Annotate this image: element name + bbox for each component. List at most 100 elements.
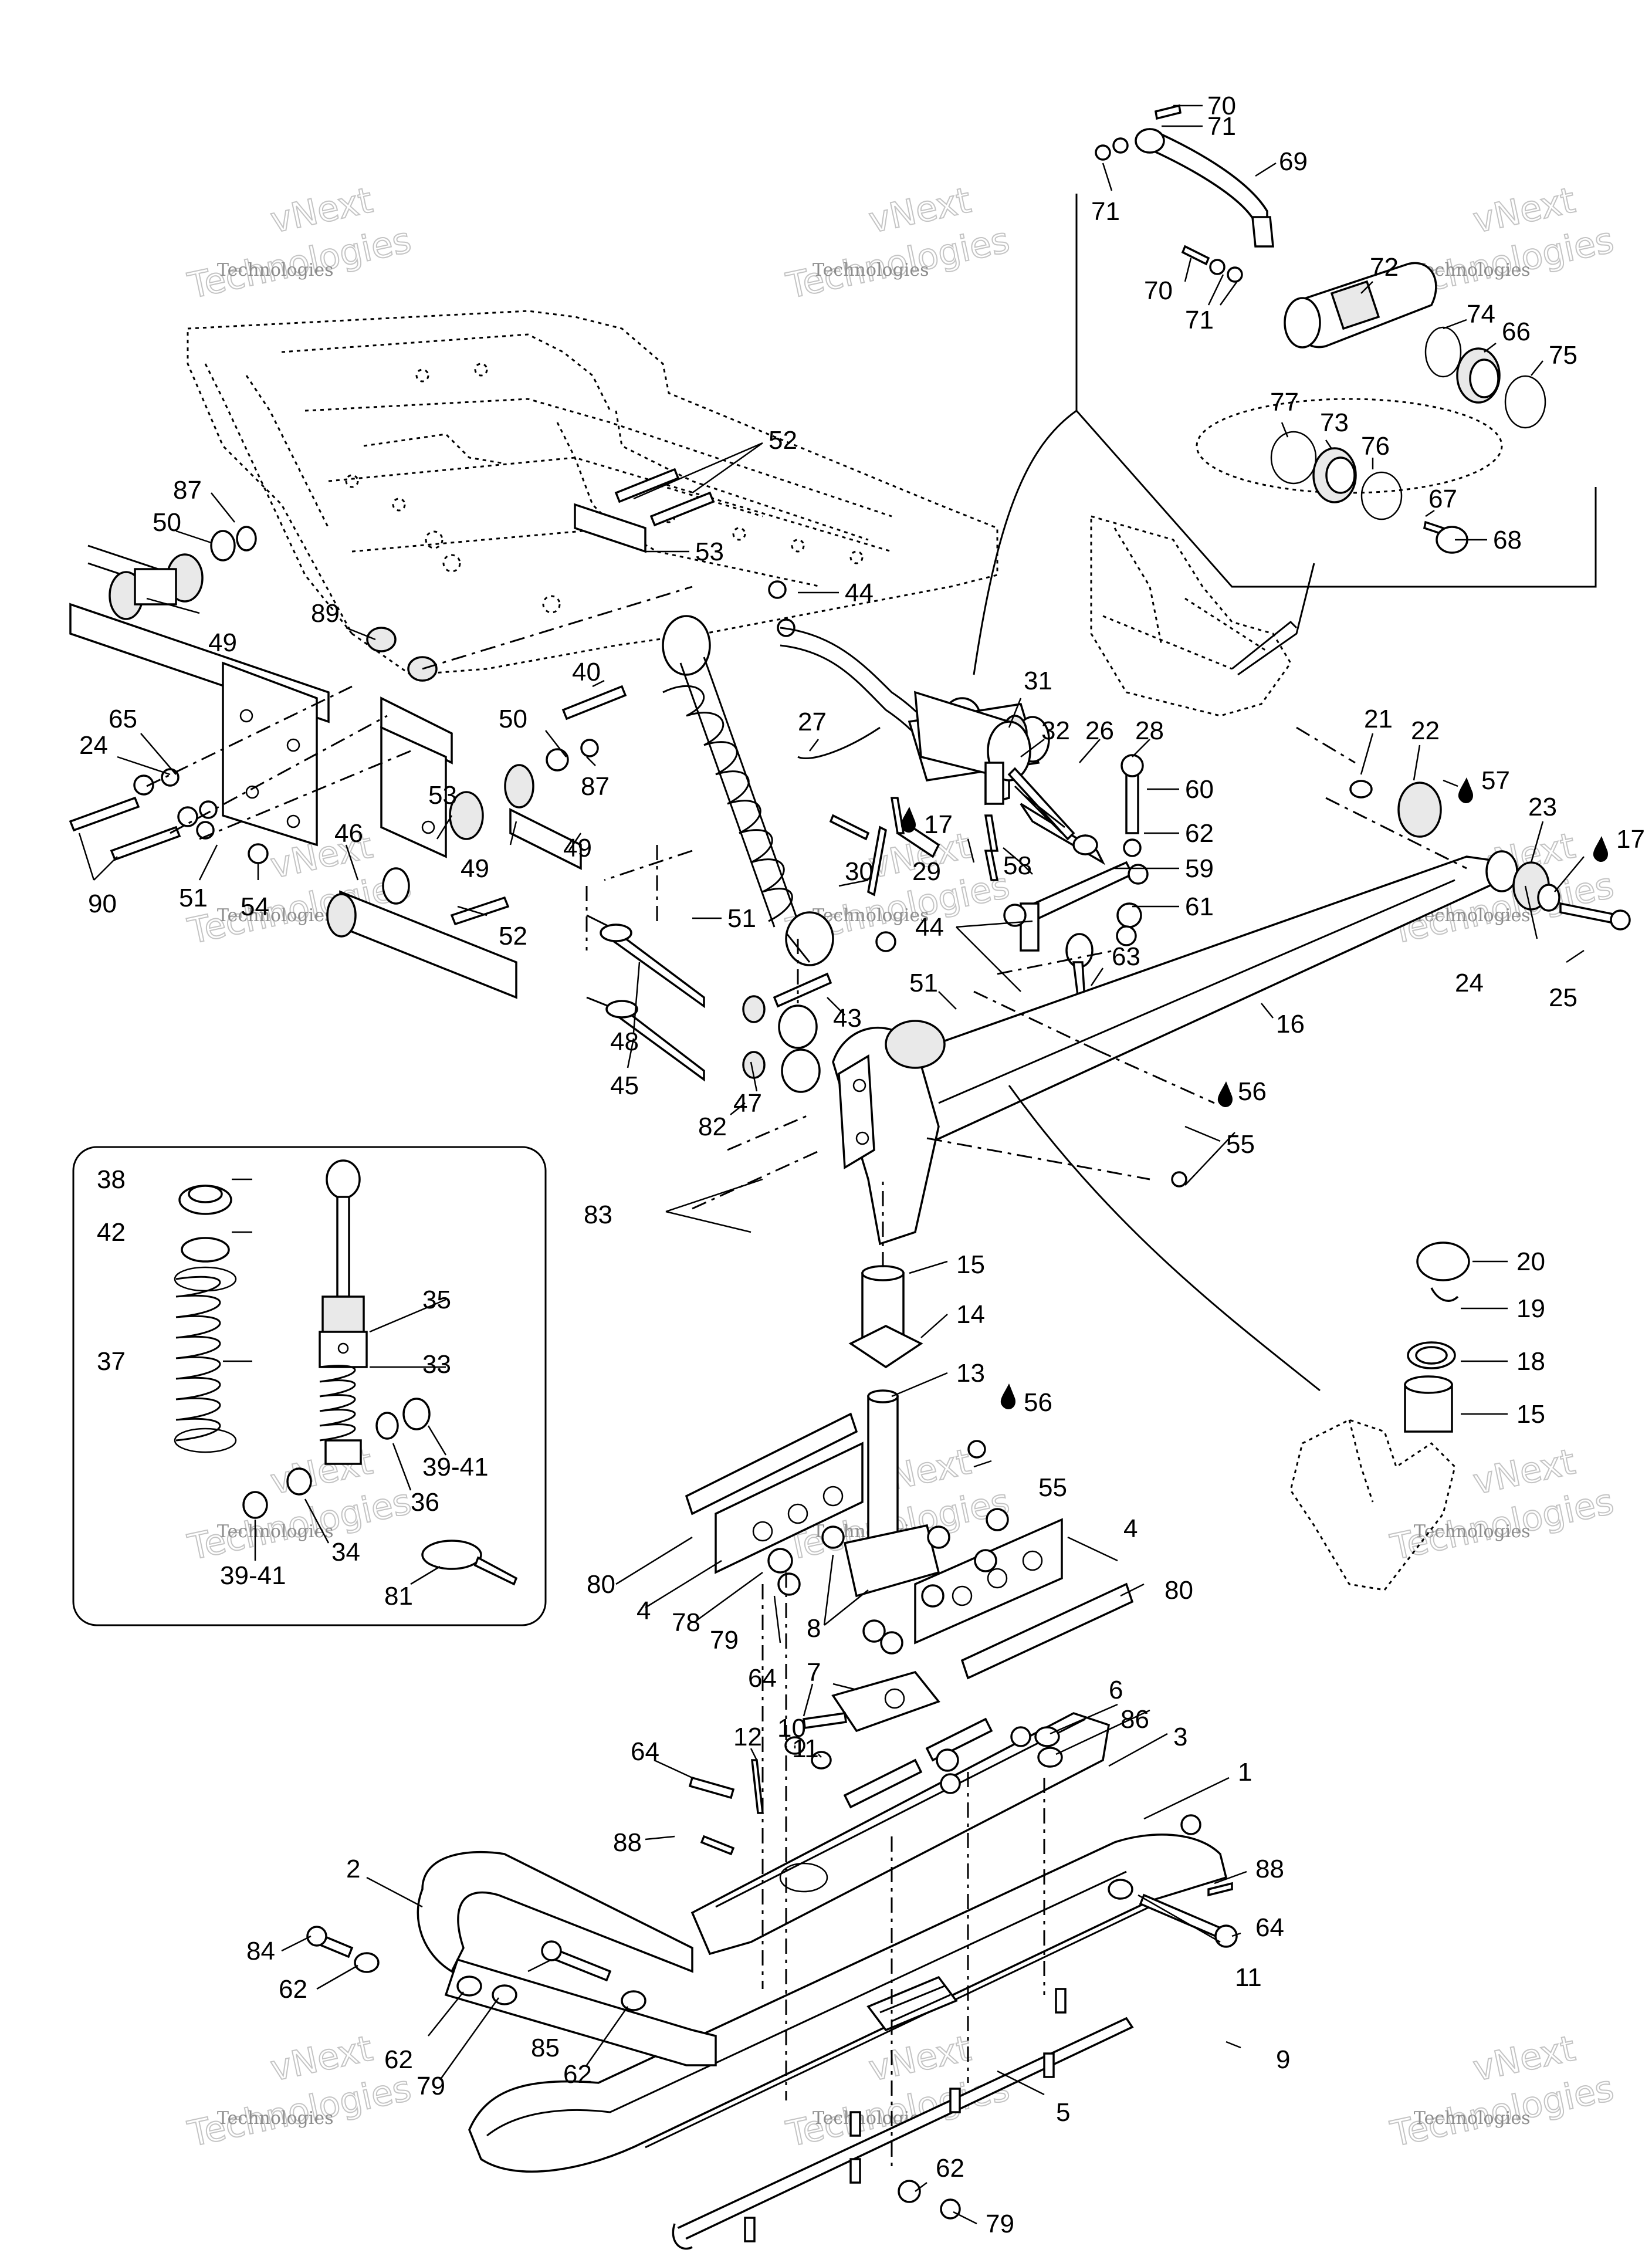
callout-52: 52 [769, 426, 797, 455]
svg-text:Technologies: Technologies [1414, 2108, 1531, 2129]
callout-81: 81 [384, 1582, 413, 1611]
callout-87: 87 [173, 476, 202, 505]
callout-24: 24 [1455, 969, 1484, 997]
callout-49: 49 [208, 628, 237, 657]
svg-text:Technologies: Technologies [217, 1521, 334, 1542]
callout-62: 62 [936, 2154, 964, 2183]
callout-67: 67 [1428, 485, 1457, 513]
callout-80: 80 [1164, 1576, 1193, 1605]
callout-6: 6 [1109, 1676, 1123, 1704]
callout-22: 22 [1411, 716, 1440, 745]
callout-16: 16 [1276, 1010, 1305, 1038]
callout-44: 44 [845, 579, 874, 607]
callout-33: 33 [422, 1350, 451, 1379]
callout-35: 35 [422, 1286, 451, 1314]
callout-17: 17 [924, 810, 953, 839]
upper-plate [574, 468, 795, 637]
callout-56: 56 [1238, 1077, 1267, 1106]
callout-83: 83 [584, 1200, 612, 1229]
svg-text:Technologies: Technologies [217, 905, 334, 926]
callout-61: 61 [1185, 892, 1214, 921]
callout-64: 64 [631, 1737, 659, 1766]
callout-60: 60 [1185, 775, 1214, 804]
callout-15: 15 [1516, 1400, 1545, 1429]
callout-1: 1 [1238, 1758, 1252, 1787]
callout-21: 21 [1364, 705, 1393, 733]
callout-15: 15 [956, 1250, 985, 1279]
spindle [685, 1265, 1134, 1680]
callout-7: 7 [807, 1658, 821, 1687]
spindle-detail [1289, 1241, 1470, 1591]
svg-text:Technologies: Technologies [1414, 1521, 1531, 1542]
callout-38: 38 [97, 1165, 126, 1194]
callout-31: 31 [1024, 667, 1052, 695]
callout-49: 49 [461, 854, 489, 883]
callout-39-41: 39-41 [220, 1561, 286, 1590]
callout-57: 57 [1481, 766, 1510, 795]
callout-74: 74 [1467, 300, 1495, 329]
callout-45: 45 [610, 1071, 639, 1100]
callout-47: 47 [733, 1089, 762, 1118]
callout-70: 70 [1144, 276, 1173, 305]
trailing-arm [832, 780, 1631, 1246]
svg-text:Technologies: Technologies [217, 2108, 334, 2129]
oil-drop-icon [1217, 1081, 1233, 1108]
callout-11: 11 [1235, 1963, 1262, 1992]
callout-82: 82 [698, 1112, 727, 1141]
callout-40: 40 [572, 658, 601, 686]
callout-71: 71 [1207, 112, 1236, 141]
callout-24: 24 [79, 731, 108, 760]
callout-89: 89 [311, 599, 340, 628]
callout-55: 55 [1226, 1130, 1255, 1159]
callout-8: 8 [807, 1614, 821, 1643]
callout-4: 4 [637, 1596, 651, 1625]
oil-drop-icon [901, 807, 916, 833]
callout-77: 77 [1270, 388, 1299, 417]
leader-lines [78, 104, 1585, 2225]
callout-28: 28 [1135, 716, 1164, 745]
callout-88: 88 [613, 1828, 642, 1857]
oil-drop-icon [1000, 1383, 1015, 1410]
callout-36: 36 [411, 1488, 439, 1517]
callout-88: 88 [1255, 1855, 1284, 1883]
callout-78: 78 [672, 1608, 700, 1637]
watermark: vNext Technologies [782, 179, 1014, 307]
callout-85: 85 [531, 2034, 560, 2062]
callout-71: 71 [1091, 197, 1120, 226]
callout-87: 87 [581, 772, 610, 801]
callout-44: 44 [915, 913, 944, 942]
callout-73: 73 [1320, 408, 1349, 437]
callout-5: 5 [1056, 2098, 1070, 2127]
callout-69: 69 [1279, 147, 1308, 176]
callout-19: 19 [1516, 1294, 1545, 1323]
callout-76: 76 [1361, 432, 1390, 461]
callout-13: 13 [956, 1359, 985, 1388]
callout-90: 90 [88, 889, 117, 918]
callout-68: 68 [1493, 526, 1522, 554]
callout-50: 50 [153, 508, 181, 537]
callout-58: 58 [1003, 851, 1032, 880]
oil-drop-icon [1593, 836, 1608, 862]
left-upper-arm [69, 526, 821, 1093]
callout-62: 62 [384, 2045, 413, 2074]
callout-86: 86 [1120, 1705, 1149, 1734]
callout-14: 14 [956, 1300, 985, 1329]
callout-27: 27 [798, 708, 827, 736]
callout-12: 12 [733, 1723, 762, 1751]
callout-63: 63 [1112, 942, 1140, 971]
callout-62: 62 [279, 1975, 307, 2004]
callout-46: 46 [334, 819, 363, 848]
watermark: vNext Technologies [1386, 2027, 1618, 2156]
callout-39-41: 39-41 [422, 1453, 489, 1481]
callout-25: 25 [1549, 983, 1577, 1012]
center-shock [662, 615, 896, 1008]
shock-inset [72, 1146, 547, 1626]
svg-text:Technologies: Technologies [813, 260, 929, 280]
callout-34: 34 [331, 1538, 360, 1567]
callout-72: 72 [1370, 253, 1399, 282]
callout-51: 51 [179, 884, 208, 912]
callout-37: 37 [97, 1347, 126, 1376]
callout-10: 10 [777, 1714, 806, 1743]
lubricant-icons [901, 777, 1608, 1410]
